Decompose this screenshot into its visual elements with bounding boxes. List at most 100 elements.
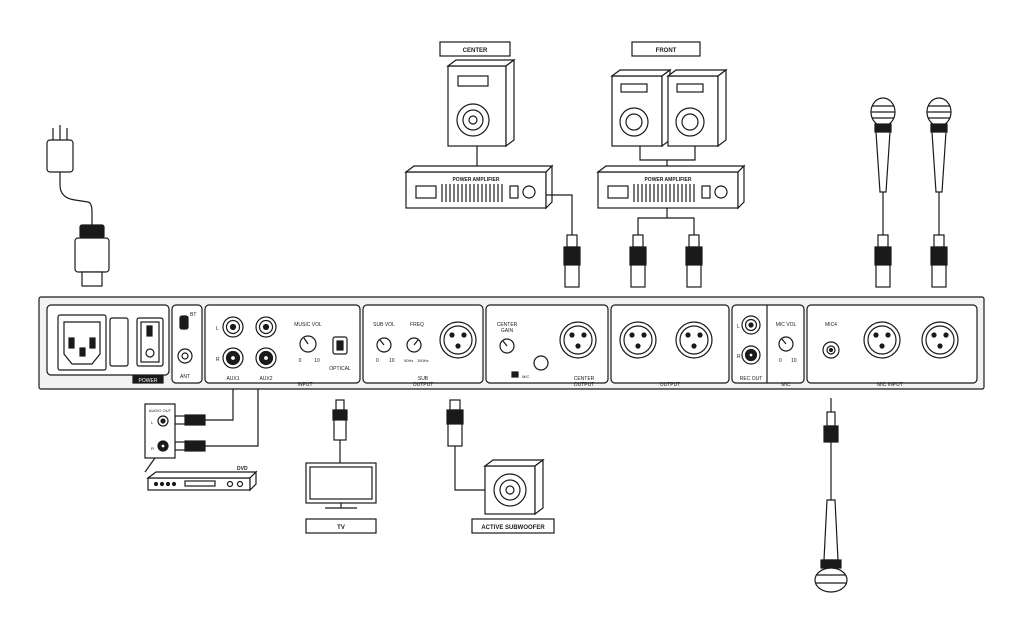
mic-input-section: MIC4 MIC INPUT (806, 304, 978, 388)
svg-text:CENTER: CENTER (463, 48, 488, 54)
sub-vol-max: 10 (389, 358, 395, 364)
freq-label: FREQ (410, 322, 424, 328)
output-xlr-right[interactable] (675, 321, 713, 359)
power-plug (46, 125, 110, 287)
output-section: OUTPUT (610, 304, 730, 388)
mic-section: L R REC OUT MIC VOL 0 10 MIC (731, 304, 805, 388)
center-output-label-1: CENTER (574, 376, 595, 382)
mic-xlr-input-2[interactable] (921, 321, 959, 359)
mic-vol-label: MIC VOL (776, 322, 797, 328)
dvd-player: DVD (146, 466, 258, 492)
freq-knob[interactable] (406, 337, 422, 353)
svg-text:ACTIVE SUBWOOFER: ACTIVE SUBWOOFER (481, 525, 545, 531)
center-power-amplifier: POWER AMPLIFIER (404, 164, 554, 210)
optical-cable-plug (332, 399, 348, 463)
antenna-section: BT ANT (171, 304, 203, 384)
sub-vol-label: SUB VOL (373, 322, 395, 328)
aux2-label: AUX2 (259, 376, 272, 382)
optical-jack[interactable] (332, 336, 348, 355)
sub-vol-knob[interactable] (376, 337, 392, 353)
dvd-r-label: R (151, 446, 154, 451)
music-vol-knob[interactable] (299, 335, 317, 353)
aux-r-label: R (216, 357, 220, 363)
aux-l-label: L (216, 326, 219, 332)
svg-text:FRONT: FRONT (656, 48, 677, 54)
active-subwoofer (483, 458, 545, 516)
mic-xlr-input-1[interactable] (863, 321, 901, 359)
sub-vol-min: 0 (376, 358, 379, 364)
center-output-section: CENTER GAIN MIC CENTER OUTPUT (485, 304, 609, 388)
bt-label: BT (190, 312, 196, 318)
aux1-r-jack[interactable] (222, 347, 244, 369)
sub-xlr-plug (446, 399, 485, 491)
dvd-l-label: L (151, 420, 154, 425)
music-vol-min: 0 (299, 358, 302, 364)
mic-vol-knob[interactable] (778, 336, 794, 352)
aux2-l-jack[interactable] (255, 316, 277, 338)
mic-vol-max: 10 (791, 358, 797, 364)
dvd-audio-out-panel: AUDIO OUT L R (144, 403, 176, 459)
front-amp-label: POWER AMPLIFIER (644, 177, 691, 183)
aux1-l-jack[interactable] (222, 316, 244, 338)
center-gain-label-1: CENTER (497, 322, 518, 328)
freq-max: 150Hz (417, 358, 429, 363)
input-section-label: INPUT (298, 382, 313, 388)
center-speaker (446, 58, 516, 148)
mic-small-label: MIC (522, 374, 529, 379)
rec-out-label: REC OUT (740, 376, 763, 382)
sub-output-label-2: OUTPUT (413, 382, 434, 388)
front-speaker-right (666, 68, 728, 148)
aux1-label: AUX1 (226, 376, 239, 382)
music-vol-max: 10 (314, 358, 320, 364)
center-gain-label-2: GAIN (501, 328, 514, 334)
sub-output-section: SUB VOL FREQ 0 10 50Hz 150Hz SUB OUTPUT (362, 304, 484, 388)
power-section: POWER (46, 304, 170, 384)
center-xlr-output[interactable] (559, 321, 597, 359)
svg-text:TV: TV (337, 525, 345, 531)
center-gain-knob[interactable] (499, 338, 515, 354)
bt-icon (179, 315, 189, 330)
microphone-2 (926, 97, 952, 288)
center-amp-label: POWER AMPLIFIER (452, 177, 499, 183)
rear-panel: POWER BT ANT L R AUX1 AUX2 MUSIC VOL (38, 296, 985, 390)
tv (305, 462, 377, 509)
front-speaker-left (610, 68, 672, 148)
sub-xlr-output[interactable] (439, 321, 477, 359)
tv-box-label: TV (305, 518, 377, 534)
dvd-rca-plugs (174, 414, 206, 452)
aux2-r-jack[interactable] (255, 347, 277, 369)
power-label-bg (132, 375, 164, 384)
center-speaker-box-label: CENTER (439, 41, 511, 57)
mic4-label: MIC4 (825, 322, 837, 328)
mic-input-section-label: MIC INPUT (877, 382, 903, 388)
rec-l-label: L (737, 324, 740, 330)
microphone-1 (870, 97, 896, 288)
output-section-label: OUTPUT (660, 382, 681, 388)
power-label: POWER (139, 378, 158, 384)
front-xlr-plug-left (629, 234, 647, 288)
dvd-label: DVD (237, 466, 248, 472)
mic4-jack[interactable] (822, 341, 840, 359)
sub-output-label-1: SUB (418, 376, 429, 382)
rec-out-l-jack[interactable] (741, 315, 761, 335)
ant-label: ANT (180, 374, 190, 380)
mic-icon (511, 371, 519, 378)
freq-min: 50Hz (404, 358, 413, 363)
optical-label: OPTICAL (329, 366, 351, 372)
subwoofer-box-label: ACTIVE SUBWOOFER (471, 518, 555, 534)
mic-sensor (533, 355, 549, 371)
front-power-amplifier: POWER AMPLIFIER (596, 164, 746, 210)
bottom-microphone (814, 398, 848, 593)
center-xlr-plug (563, 234, 581, 288)
rec-out-r-jack[interactable] (741, 345, 761, 365)
mic-vol-min: 0 (779, 358, 782, 364)
input-section: L R AUX1 AUX2 MUSIC VOL 0 10 OPTICAL INP… (204, 304, 361, 388)
front-speaker-box-label: FRONT (631, 41, 701, 57)
music-vol-label: MUSIC VOL (294, 322, 322, 328)
dvd-audio-out-label: AUDIO OUT (149, 408, 172, 413)
rec-r-label: R (737, 354, 741, 360)
front-xlr-plug-right (685, 234, 703, 288)
output-xlr-left[interactable] (619, 321, 657, 359)
